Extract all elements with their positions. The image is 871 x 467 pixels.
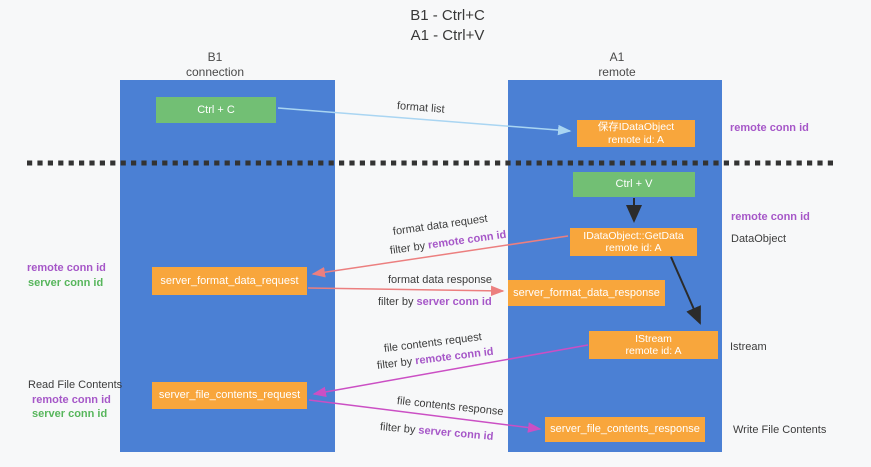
- filter-by-prefix: filter by: [376, 355, 416, 372]
- server-file-contents-request-box: server_file_contents_request: [152, 382, 307, 409]
- a1-title: A1: [609, 50, 625, 64]
- diagram-title: B1 - Ctrl+C A1 - Ctrl+V: [345, 6, 550, 46]
- save-idataobject-line1: 保存IDataObject: [597, 121, 675, 133]
- title-line-2: A1 - Ctrl+V: [410, 27, 485, 44]
- server-file-contents-response-box: server_file_contents_response: [545, 417, 705, 442]
- server-format-data-request-label: server_format_data_request: [160, 274, 299, 287]
- filter-by-server-conn-id-label-2: filter by server conn id: [379, 421, 493, 443]
- ctrl-v-label: Ctrl + V: [615, 178, 653, 190]
- left-server-conn-id-1: server conn id: [28, 277, 104, 289]
- column-header-a1: A1 remote: [552, 50, 682, 80]
- read-file-contents-label: Read File Contents: [28, 379, 123, 391]
- getdata-line1: IDataObject::GetData: [583, 229, 684, 242]
- istream-side-label: Istream: [730, 341, 767, 353]
- server-format-data-request-box: server_format_data_request: [152, 267, 307, 295]
- server-format-data-response-box: server_format_data_response: [508, 280, 665, 306]
- filter-by-server-conn-id-label-1: filter by server conn id: [378, 296, 492, 308]
- istream-line2: remote id: A: [625, 345, 682, 357]
- b1-title: B1: [207, 50, 223, 64]
- right-remote-conn-id-2: remote conn id: [731, 211, 810, 223]
- title-line-1: B1 - Ctrl+C: [410, 7, 485, 24]
- arrow-format-data-response: [307, 285, 505, 297]
- ctrl-v-box: Ctrl + V: [573, 172, 695, 197]
- save-idataobject-box: 保存IDataObject remote id: A: [577, 120, 695, 147]
- server-conn-id-value: server conn id: [416, 296, 492, 308]
- left-server-conn-id-2: server conn id: [32, 408, 108, 420]
- server-file-contents-request-label: server_file_contents_request: [158, 389, 301, 401]
- left-remote-conn-id-2: remote conn id: [32, 394, 111, 406]
- save-idataobject-line2: remote id: A: [607, 133, 665, 146]
- getdata-line2: remote id: A: [605, 242, 662, 254]
- istream-line1: IStream: [635, 332, 672, 345]
- file-contents-response-label: file contents response: [396, 395, 505, 419]
- server-conn-id-value: server conn id: [417, 424, 494, 443]
- ctrl-c-box: Ctrl + C: [156, 97, 276, 123]
- left-remote-conn-id-1: remote conn id: [27, 262, 106, 274]
- right-remote-conn-id-1: remote conn id: [730, 122, 809, 134]
- server-format-data-response-label: server_format_data_response: [513, 286, 660, 299]
- write-file-contents-label: Write File Contents: [733, 424, 827, 436]
- a1-subtitle: remote: [598, 65, 636, 79]
- remote-conn-id-value: remote conn id: [427, 228, 508, 252]
- format-data-response-label: format data response: [388, 274, 492, 286]
- idataobject-getdata-box: IDataObject::GetData remote id: A: [570, 228, 697, 256]
- column-header-b1: B1 connection: [150, 50, 280, 80]
- ctrl-c-label: Ctrl + C: [197, 103, 235, 116]
- format-list-label: format list: [396, 100, 446, 116]
- filter-by-prefix: filter by: [389, 239, 429, 257]
- filter-by-prefix: filter by: [379, 421, 419, 437]
- dataobject-label: DataObject: [731, 233, 787, 245]
- server-file-contents-response-label: server_file_contents_response: [550, 423, 700, 435]
- filter-by-prefix: filter by: [378, 296, 417, 308]
- b1-subtitle: connection: [185, 65, 245, 79]
- istream-box: IStream remote id: A: [589, 331, 718, 359]
